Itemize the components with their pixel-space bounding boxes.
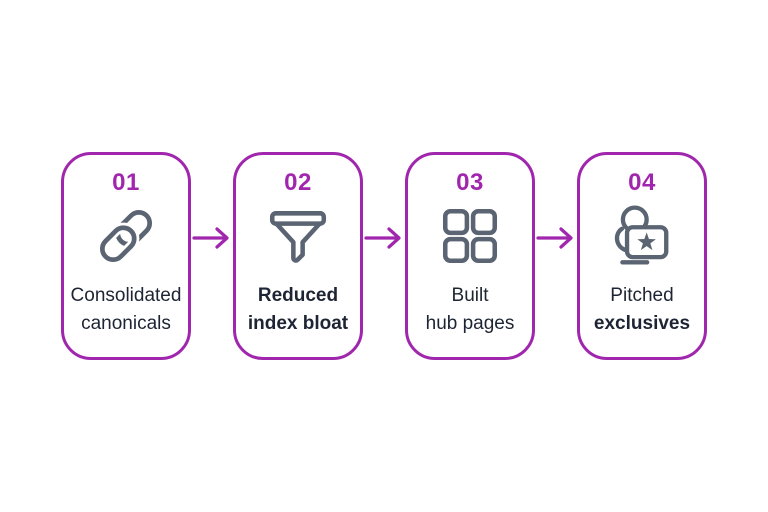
step-label: Pitched exclusives [594,282,690,338]
process-flow: 01 Consolidated canonicals [61,152,707,360]
arrow-right-icon [363,225,405,251]
chain-link-icon [93,199,159,273]
step-label-line2: hub pages [425,313,515,334]
step-label-line1: Consolidated [70,285,182,306]
step-label-line1: Built [451,285,489,306]
arrow-right-icon [191,225,233,251]
step-label-line1: Reduced [257,285,339,306]
step-label: Built hub pages [426,282,515,338]
step-number: 04 [628,169,656,196]
step-card-2: 02 Reduced index bloat [233,152,363,360]
step-label-line2: canonicals [81,313,171,334]
step-card-3: 03 Built hub pages [405,152,535,360]
step-card-4: 04 Pitched exclusives [577,152,707,360]
arrow-right-icon [535,225,577,251]
step-label-line2: index bloat [247,313,349,334]
step-label: Reduced index bloat [248,282,348,338]
step-label-line1: Pitched [610,285,674,306]
grid-icon [437,199,503,273]
funnel-icon [265,199,331,273]
star-badge-icon [609,199,675,273]
step-number: 03 [456,169,484,196]
step-label-line2: exclusives [593,313,691,334]
step-number: 02 [284,169,312,196]
step-label: Consolidated canonicals [71,282,182,338]
step-number: 01 [112,169,140,196]
step-card-1: 01 Consolidated canonicals [61,152,191,360]
